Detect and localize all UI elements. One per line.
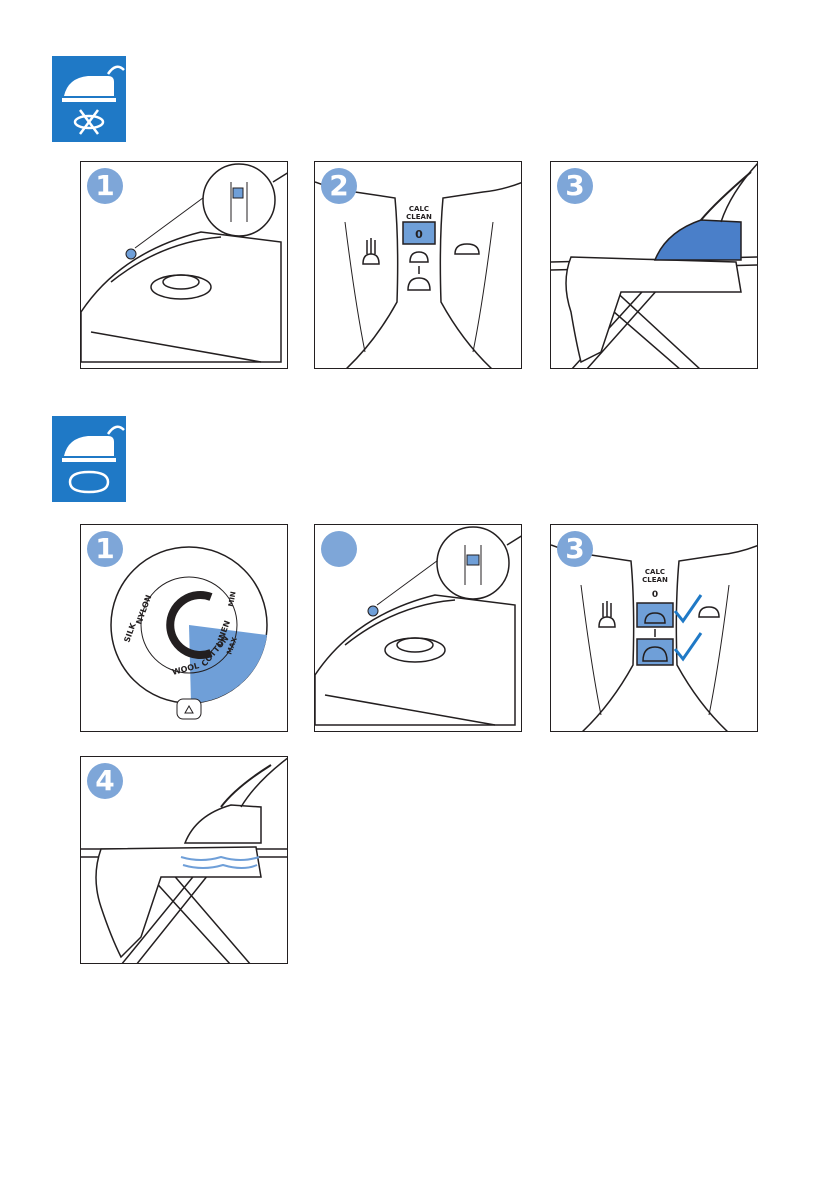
step-number-badge: 2 [321,168,357,204]
zero-label: 0 [652,590,658,600]
step-panel: 4 [80,756,288,964]
calc-label: CALC [645,568,665,576]
step-number-badge: 4 [87,763,123,799]
step-panel: CALC CLEAN 0 2 [314,161,522,369]
step-panel: 1 [80,161,288,369]
step-panel: CALC CLEAN 0 3 [550,524,758,732]
zero-label: 0 [415,228,423,241]
steam-setting-icon [52,416,126,502]
step-panel [314,524,522,732]
step-number-badge: 1 [87,531,123,567]
calc-label: CALC [409,205,429,213]
step-number-badge: 3 [557,531,593,567]
step-panel: 3 [550,161,758,369]
no-steam-setting-icon [52,56,126,142]
clean-label: CLEAN [406,213,432,221]
step-number-badge [321,531,357,567]
step-number-badge: 3 [557,168,593,204]
clean-label: CLEAN [642,576,668,584]
step-number-badge: 1 [87,168,123,204]
step-panel: NYLON SILK WOOL COTTON LINEN MAX MIN 1 [80,524,288,732]
